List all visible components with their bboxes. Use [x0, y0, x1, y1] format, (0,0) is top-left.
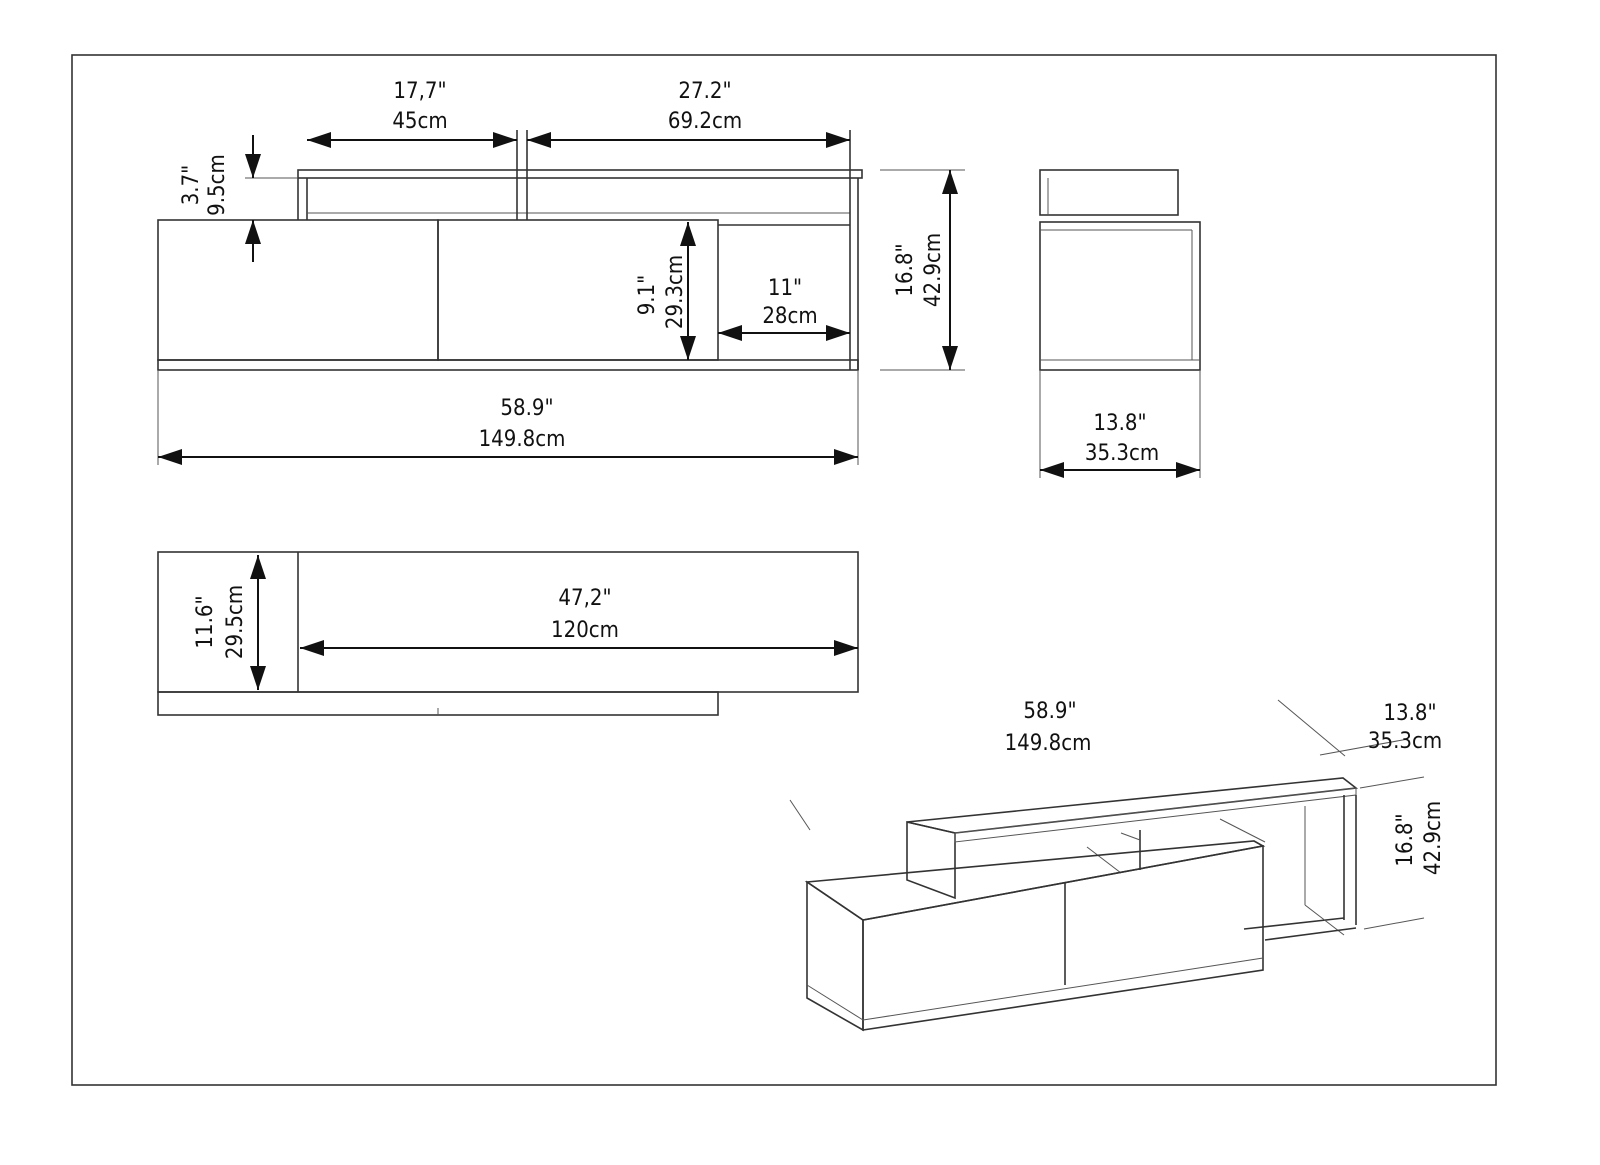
- door-left: [157, 219, 439, 361]
- label-side-depth-in: 13.8": [1093, 411, 1146, 436]
- front-view: 17,7" 45cm 27.2" 69.2cm 3.7" 9.5cm 9.1" …: [157, 79, 965, 465]
- label-iso-depth-in: 13.8": [1383, 701, 1436, 726]
- label-total-height-cm: 42.9cm: [921, 233, 946, 307]
- label-open-width-cm: 28cm: [762, 304, 817, 329]
- label-top-left-in: 17,7": [393, 79, 446, 104]
- label-top-width-cm: 120cm: [551, 618, 619, 643]
- label-top-depth-cm: 29.5cm: [223, 585, 248, 659]
- label-door-height-cm: 29.3cm: [663, 255, 688, 329]
- label-door-height-in: 9.1": [635, 275, 660, 316]
- label-total-width-in: 58.9": [500, 396, 553, 421]
- label-top-width-in: 47,2": [558, 586, 611, 611]
- label-iso-height-cm: 42.9cm: [1421, 801, 1446, 875]
- side-view: 13.8" 35.3cm: [1039, 169, 1201, 478]
- label-top-left-cm: 45cm: [392, 109, 447, 134]
- label-total-height-in: 16.8": [893, 243, 918, 296]
- isometric-view: 58.9" 149.8cm 13.8" 35.3cm 16.8" 42.9cm: [789, 699, 1446, 1032]
- label-side-depth-cm: 35.3cm: [1085, 441, 1159, 466]
- label-iso-width-in: 58.9": [1023, 699, 1076, 724]
- label-top-right-in: 27.2": [678, 79, 731, 104]
- label-top-height-cm: 9.5cm: [205, 154, 230, 216]
- label-iso-depth-cm: 35.3cm: [1368, 729, 1442, 754]
- label-iso-width-cm: 149.8cm: [1005, 731, 1092, 756]
- top-view: 11.6" 29.5cm 47,2" 120cm: [157, 551, 859, 716]
- drawing-frame: [71, 54, 1497, 1086]
- label-top-depth-in: 11.6": [193, 595, 218, 648]
- label-total-width-cm: 149.8cm: [479, 427, 566, 452]
- label-top-height-in: 3.7": [179, 165, 204, 206]
- label-iso-height-in: 16.8": [1393, 813, 1418, 866]
- label-open-width-in: 11": [768, 276, 802, 301]
- label-top-right-cm: 69.2cm: [668, 109, 742, 134]
